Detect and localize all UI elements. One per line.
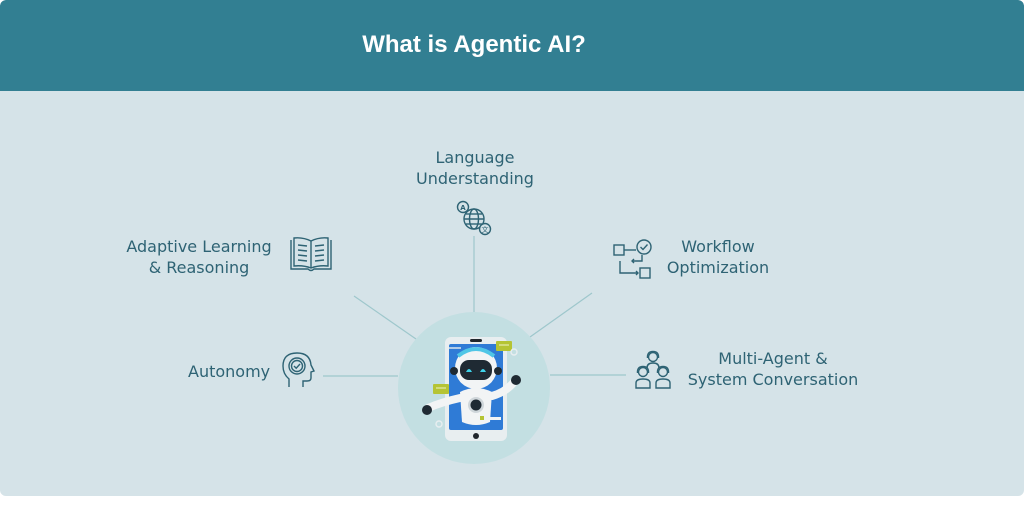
node-multi-agent-line2: System Conversation	[687, 370, 859, 389]
node-language-line2: Understanding	[416, 169, 534, 188]
workflow-check-icon	[613, 239, 652, 279]
node-adaptive-line1: Adaptive Learning	[126, 237, 272, 256]
svg-text:A: A	[460, 204, 466, 212]
node-language-understanding: Language Understanding	[414, 147, 536, 189]
node-workflow-line1: Workflow	[681, 237, 755, 256]
node-adaptive-learning: Adaptive Learning & Reasoning	[124, 236, 274, 278]
node-multi-agent: Multi-Agent & System Conversation	[684, 348, 862, 390]
node-autonomy: Autonomy	[188, 361, 270, 382]
node-multi-agent-line1: Multi-Agent &	[718, 349, 828, 368]
connector-lines	[323, 236, 626, 377]
agents-group-icon	[635, 350, 671, 389]
node-autonomy-line1: Autonomy	[188, 362, 271, 381]
svg-text:文: 文	[482, 225, 489, 234]
header-bar: What is Agentic AI?	[0, 0, 1024, 91]
node-workflow-line2: Optimization	[666, 258, 770, 277]
diagram-panel: What is Agentic AI?	[0, 0, 1024, 496]
robot-illustration	[422, 337, 521, 441]
open-book-icon	[290, 237, 332, 272]
node-workflow-optimization: Workflow Optimization	[664, 236, 772, 278]
node-adaptive-line2: & Reasoning	[148, 258, 250, 277]
globe-translate-icon: A 文	[456, 200, 492, 236]
head-check-icon	[282, 352, 315, 387]
page-title: What is Agentic AI?	[362, 31, 586, 58]
node-language-line1: Language	[435, 148, 515, 167]
